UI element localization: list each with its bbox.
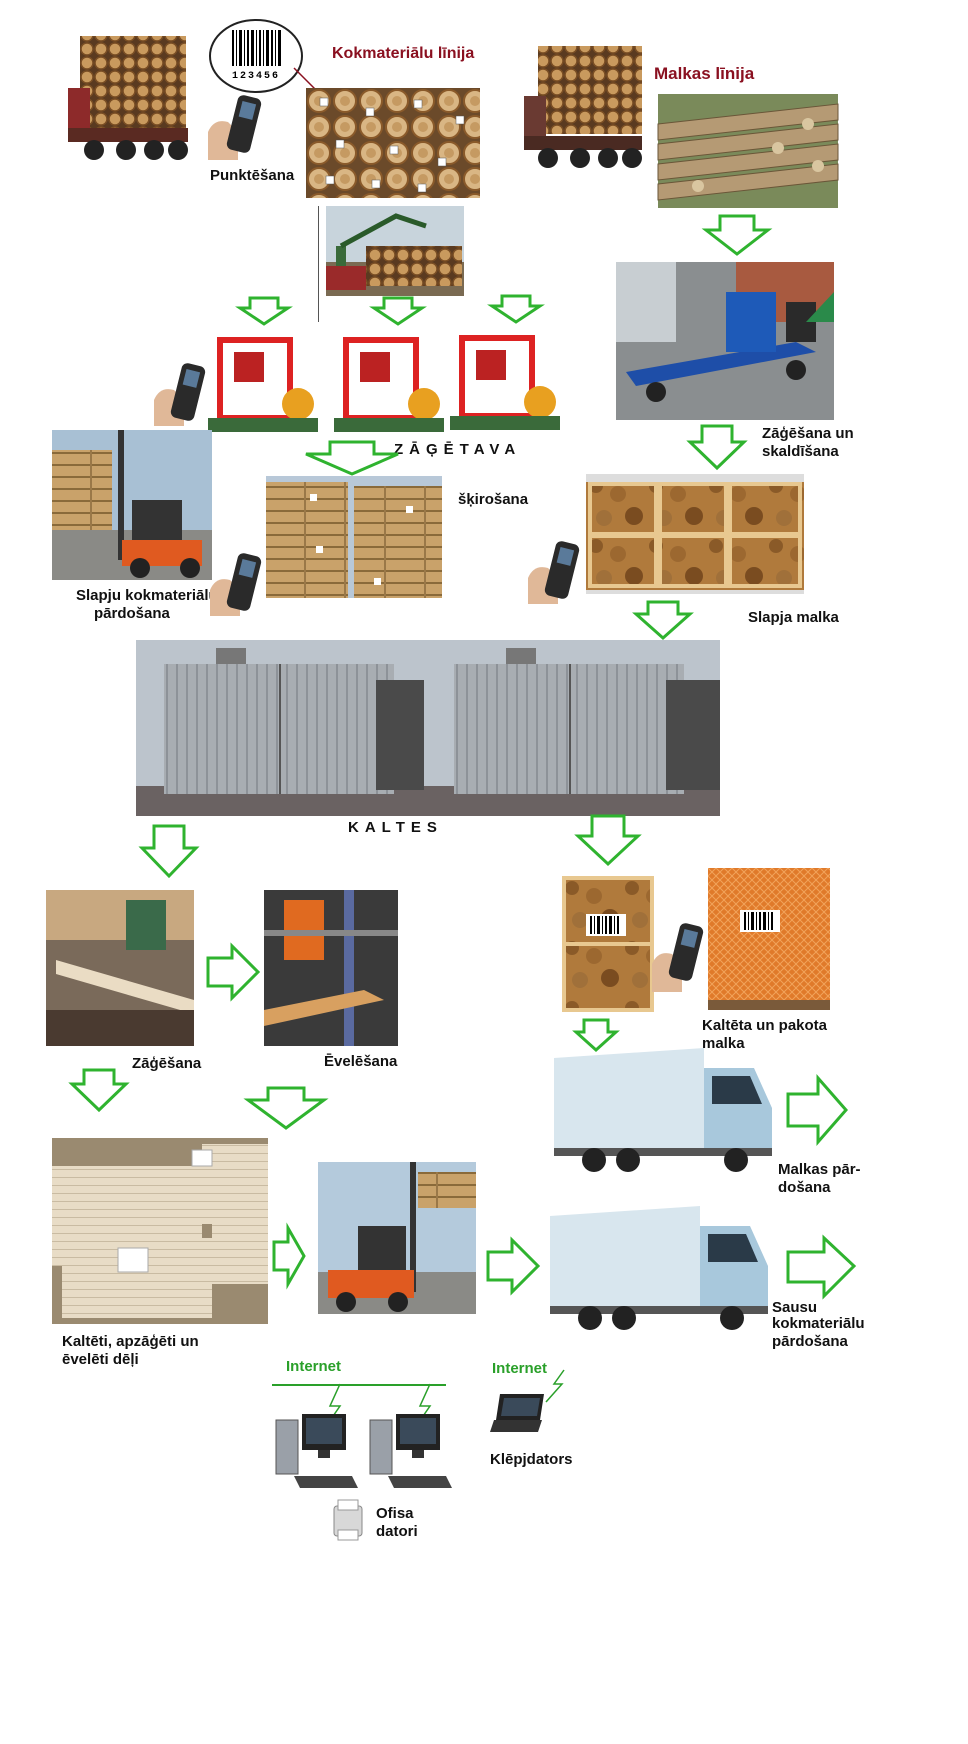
firewood-pile-image — [657, 94, 839, 208]
arrow-right-firewood-sale — [786, 1074, 848, 1146]
scanner-hand-image-4 — [528, 541, 580, 604]
internet-label-2: Internet — [492, 1360, 548, 1377]
arrow-down-firewood-1 — [701, 214, 773, 256]
laptop-label: Klēpjdators — [490, 1451, 573, 1468]
bandsaw-machine-1 — [208, 337, 318, 432]
arrow-down-sorting — [305, 440, 399, 476]
dry-timber-sale-label-3: pārdošana — [772, 1333, 848, 1350]
scanner-hand-image-3 — [210, 553, 262, 616]
firewood-truck-image — [524, 46, 642, 168]
dry-timber-sale-label-1: Sausu — [772, 1299, 818, 1316]
arrow-down-packed-firewood — [572, 1018, 620, 1053]
arrow-down-saw-2 — [369, 296, 427, 326]
sawmill-label: ZĀĢĒTAVA — [394, 441, 522, 458]
planing-label: Ēvelēšana — [324, 1053, 398, 1070]
arrow-right-to-planing — [206, 942, 261, 1002]
laptop-link — [545, 1369, 565, 1403]
sawing-label: Zāģēšana — [132, 1055, 202, 1072]
arrow-right-dry-timber-sale — [786, 1234, 857, 1300]
log-truck-image — [68, 36, 188, 160]
barcode-bubble-icon: 123456 — [209, 19, 319, 93]
sawing-splitting-label-1: Zāģēšana un — [762, 425, 854, 442]
bandsaw-machine-2 — [334, 337, 444, 432]
wet-timber-sale-label-1: Slapju kokmateriālu — [76, 587, 218, 604]
office-computer-1-icon — [275, 1414, 358, 1488]
office-computer-2-icon — [369, 1414, 452, 1488]
kilns-label: KALTES — [348, 819, 443, 836]
dried-boards-label-2: ēvelēti dēļi — [62, 1351, 139, 1368]
printer-icon — [333, 1499, 363, 1541]
log-ends-barcoded-image — [306, 88, 480, 198]
arrow-down-kiln-left — [138, 824, 200, 879]
dried-packed-label-1: Kaltēta un pakota — [702, 1017, 828, 1034]
divider-line — [318, 206, 319, 322]
resaw-machine-image — [46, 890, 194, 1046]
scanner-hand-image-2 — [154, 363, 206, 426]
firewood-sale-label-1: Malkas pār- — [778, 1161, 861, 1178]
forklift-wet-timber-image — [52, 430, 212, 580]
punching-label: Punktēšana — [210, 167, 295, 184]
arrow-down-kiln-right — [574, 814, 642, 867]
crane-unloading-image — [326, 206, 464, 296]
firewood-truck-sale-image — [554, 1048, 772, 1172]
scanner-hand-image — [208, 95, 262, 160]
arrow-right-to-forklift — [272, 1222, 306, 1290]
office-computers-label-2: datori — [376, 1523, 418, 1540]
arrow-right-to-truck — [486, 1236, 541, 1296]
sawing-splitting-label-2: skaldīšana — [762, 443, 839, 460]
firewood-sale-label-2: došana — [778, 1179, 831, 1196]
dry-timber-sale-label-2: kokmateriālu — [772, 1315, 865, 1332]
dried-packed-label-2: malka — [702, 1035, 745, 1052]
sorted-timber-stacks-image — [266, 476, 442, 598]
finished-boards-image — [52, 1138, 268, 1324]
arrow-down-boards-2 — [243, 1086, 329, 1130]
wet-firewood-crates-image — [586, 474, 804, 594]
arrow-down-boards-1 — [68, 1068, 130, 1113]
sorting-label: šķirošana — [458, 491, 529, 508]
arrow-down-saw-1 — [235, 296, 293, 326]
packed-firewood-crate-image — [562, 876, 654, 1012]
drying-kilns-image — [136, 640, 720, 816]
firewood-processor-image — [616, 262, 834, 420]
network-line — [272, 1384, 446, 1386]
bandsaw-machine-3 — [450, 335, 560, 430]
forklift-dry-timber-image — [318, 1162, 476, 1314]
scanner-hand-image-5 — [652, 923, 704, 992]
internet-label-1: Internet — [286, 1358, 342, 1375]
arrow-down-saw-3 — [487, 294, 545, 324]
laptop-icon — [490, 1394, 544, 1432]
arrow-down-firewood-2 — [686, 424, 748, 471]
dry-timber-truck-sale-image — [550, 1206, 768, 1330]
arrow-down-wet-firewood — [632, 600, 694, 641]
barcode-number: 123456 — [232, 71, 280, 82]
firewood-line-title: Malkas līnija — [654, 64, 755, 83]
planer-machine-image — [264, 890, 398, 1046]
wet-firewood-label: Slapja malka — [748, 609, 839, 626]
log-line-title: Kokmateriālu līnija — [332, 45, 475, 62]
netted-firewood-pallet-image — [708, 868, 830, 1010]
office-computers-label-1: Ofisa — [376, 1505, 414, 1522]
wet-timber-sale-label-2: pārdošana — [94, 605, 170, 622]
dried-boards-label-1: Kaltēti, apzāģēti un — [62, 1333, 199, 1350]
